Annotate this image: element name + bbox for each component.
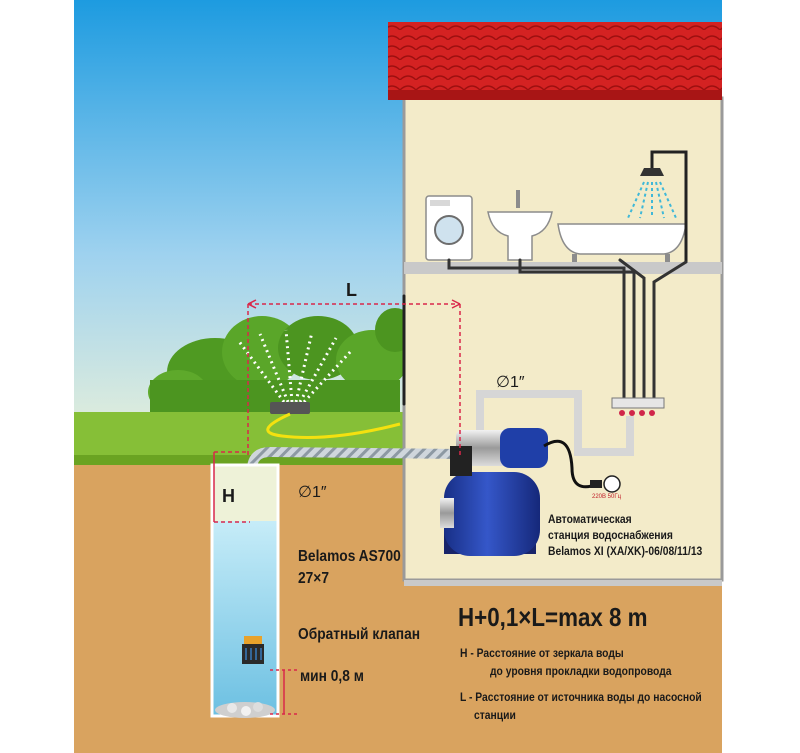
washing-machine <box>425 195 473 261</box>
hose-spec: 27×7 <box>298 570 330 587</box>
legend-h-line1: H - Расстояние от зеркала воды <box>460 646 624 660</box>
check-valve <box>242 636 264 664</box>
plumbing-lines <box>402 258 688 406</box>
well <box>210 463 280 718</box>
station-pipe-diameter: ∅1″ <box>496 374 525 391</box>
well-pipe-diameter: ∅1″ <box>298 484 327 501</box>
power-socket-icon <box>603 475 621 493</box>
legend-l-line2: станции <box>474 708 516 722</box>
legend-l-line1: L - Расстояние от источника воды до насо… <box>460 690 702 704</box>
pump-station <box>440 428 621 556</box>
roof <box>388 22 722 96</box>
house <box>388 22 724 582</box>
water-manifold <box>611 397 665 416</box>
hose-name: Belamos AS700 <box>298 548 401 565</box>
station-label-line2: станция водоснабжения <box>548 528 673 542</box>
min-depth-label: мин 0,8 м <box>300 668 364 685</box>
sprinkler-icon <box>236 329 401 439</box>
dimension-lines <box>213 299 461 715</box>
sink <box>487 190 553 261</box>
dimension-H-label: H <box>222 486 235 506</box>
shower-icon <box>627 150 688 262</box>
power-spec-label: 220В 50Гц <box>592 494 622 500</box>
station-label-line3: Belamos XI (XA/XK)-06/08/11/13 <box>548 544 703 558</box>
pressure-line <box>476 390 634 456</box>
legend-h-line2: до уровня прокладки водопровода <box>490 664 672 678</box>
formula: H+0,1×L=max 8 m <box>458 602 648 632</box>
check-valve-label: Обратный клапан <box>298 626 421 643</box>
station-label-line1: Автоматическая <box>548 512 632 526</box>
dimension-L-label: L <box>346 280 357 300</box>
bathtub <box>557 223 687 262</box>
